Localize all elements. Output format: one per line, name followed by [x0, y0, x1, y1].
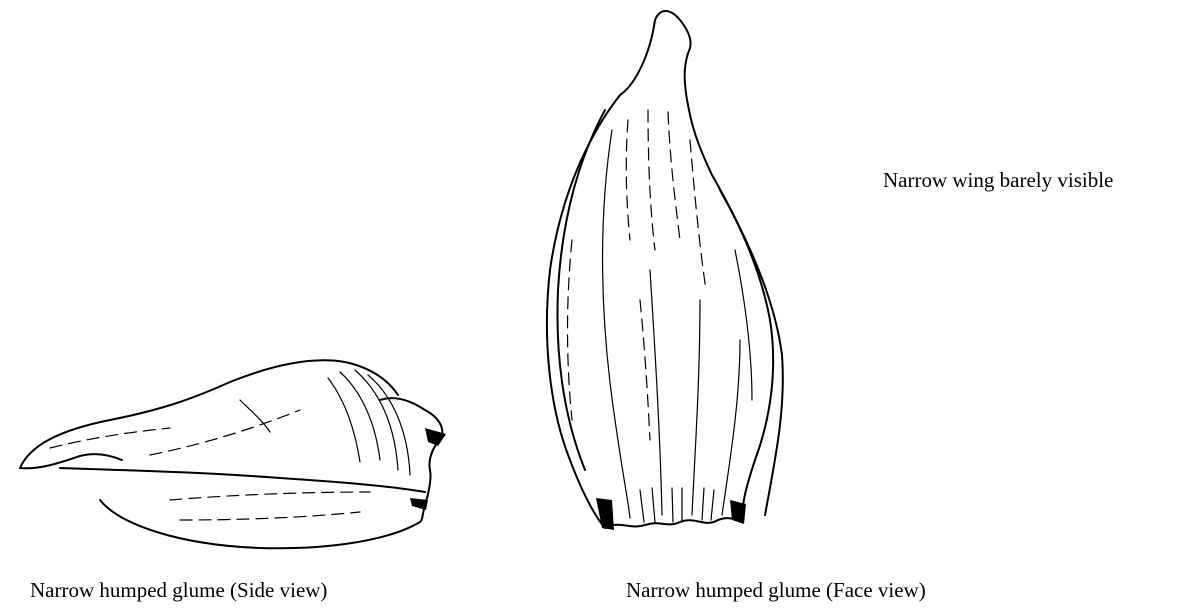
- face-view-base-striation: [640, 490, 644, 522]
- face-view-left-wing: [557, 110, 605, 470]
- face-view-vein: [668, 112, 680, 240]
- face-view-base-striation: [711, 490, 714, 520]
- face-view-vein: [640, 300, 650, 440]
- glume-face-view-drawing: [0, 0, 1189, 560]
- face-view-base-striation: [652, 488, 655, 522]
- face-view-vein: [648, 110, 655, 250]
- face-view-vein: [690, 140, 706, 290]
- face-view-vein: [650, 270, 662, 515]
- face-view-vein: [722, 340, 740, 515]
- face-view-base-striation: [702, 488, 704, 520]
- wing-annotation-label: Narrow wing barely visible: [883, 168, 1113, 192]
- face-view-vein: [626, 120, 630, 240]
- face-view-tip: [620, 11, 712, 175]
- face-view-dark-base-right: [730, 500, 746, 524]
- face-view-base-striation: [672, 488, 673, 522]
- face-view-vein: [692, 300, 700, 515]
- side-view-caption: Narrow humped glume (Side view): [30, 578, 327, 602]
- face-view-caption: Narrow humped glume (Face view): [626, 578, 926, 602]
- face-view-vein: [735, 250, 752, 400]
- face-view-vein: [603, 130, 630, 518]
- face-view-vein: [568, 240, 573, 420]
- face-view-right-outline: [712, 175, 773, 520]
- face-view-dark-base-left: [596, 498, 614, 530]
